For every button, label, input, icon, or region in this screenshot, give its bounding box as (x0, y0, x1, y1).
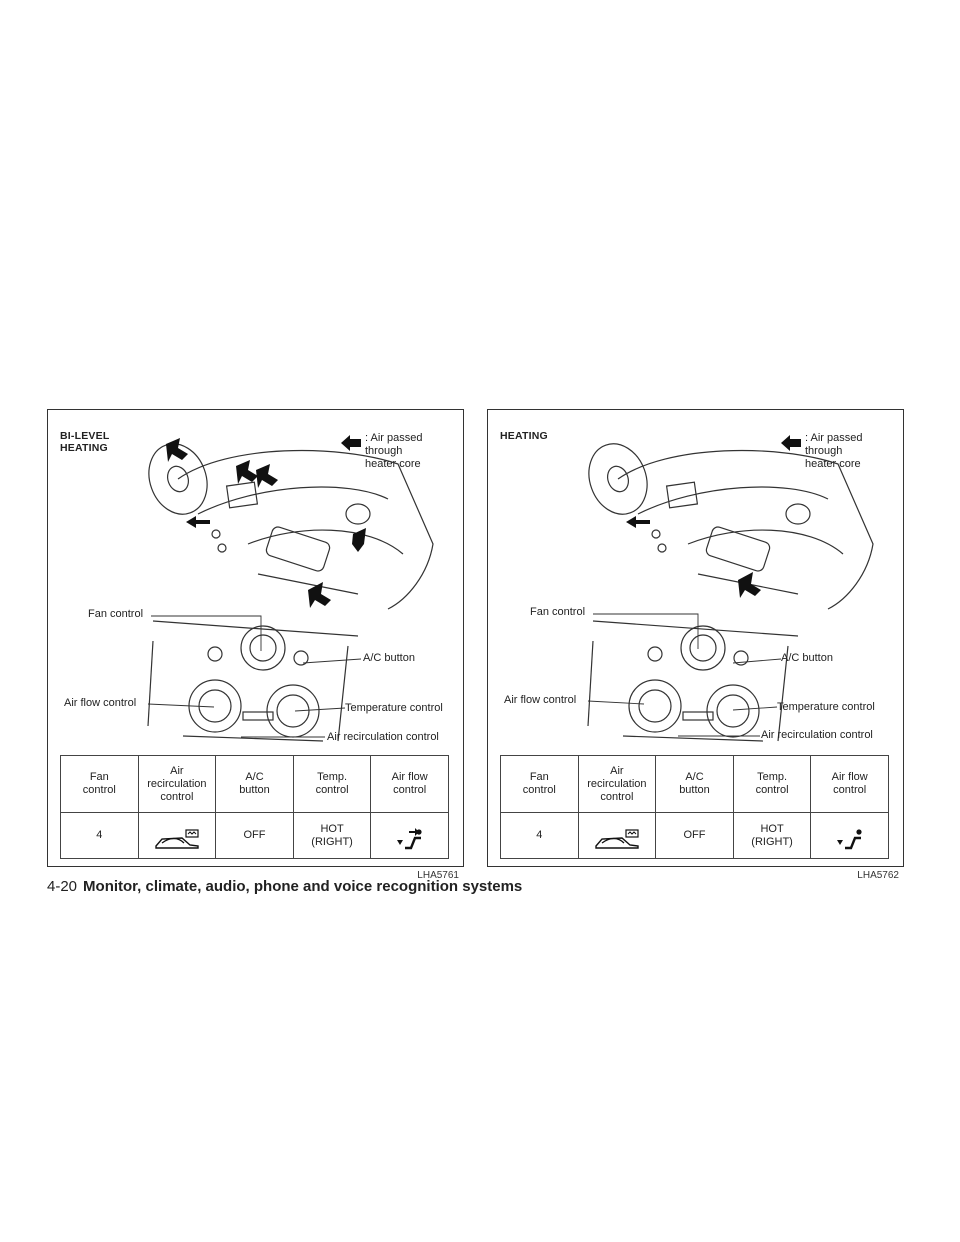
mode-title: HEATING (500, 430, 548, 442)
foot-airflow-icon (836, 829, 862, 850)
table-header: Air recirculation control (577, 755, 657, 813)
figure-code: LHA5761 (417, 870, 459, 881)
table-header: Fan control (500, 755, 579, 813)
control-panel-illustration (587, 620, 799, 742)
table-header: Temp. control (732, 755, 812, 813)
page-number: 4-20 (47, 878, 78, 895)
airflow-arrows (166, 438, 366, 608)
mode-title: BI-LEVEL HEATING (60, 430, 110, 454)
temp-value: HOT (RIGHT) (732, 812, 812, 859)
temperature-control-label: Temperature control (345, 702, 443, 714)
fan-value: 4 (60, 812, 139, 859)
fan-value: 4 (500, 812, 579, 859)
table-header: A/C button (215, 755, 294, 813)
car-recirculation-off-icon (595, 829, 639, 849)
legend-text: : Air passed through heater core (805, 432, 863, 470)
air-recirculation-control-label: Air recirculation control (761, 729, 873, 741)
settings-table: Fan control Air recirculation control A/… (60, 755, 449, 859)
temperature-control-label: Temperature control (777, 701, 875, 713)
dashboard-illustration (148, 438, 434, 610)
heater-air-arrow-icon (781, 435, 801, 451)
settings-table: Fan control Air recirculation control A/… (500, 755, 889, 859)
bi-level-airflow-icon (396, 828, 422, 850)
air-flow-control-label: Air flow control (504, 694, 577, 706)
table-header: Air recirculation control (137, 755, 217, 813)
car-recirculation-off-icon (155, 829, 199, 849)
page-footer: 4-20 Monitor, climate, audio, phone and v… (47, 878, 522, 895)
table-header: Temp. control (292, 755, 372, 813)
table-header: Air flow control (810, 755, 889, 813)
airflow-arrows (626, 516, 761, 598)
heating-figure: HEATING : Air passed through heater core (487, 409, 904, 881)
section-title: Monitor, climate, audio, phone and voice… (83, 878, 523, 895)
dashboard-illustration (588, 443, 874, 610)
ac-button-label: A/C button (781, 652, 833, 664)
legend-text: : Air passed through heater core (365, 432, 423, 470)
ac-value: OFF (215, 812, 294, 859)
air-flow-control-label: Air flow control (64, 697, 137, 709)
temp-value: HOT (RIGHT) (292, 812, 372, 859)
ac-button-label: A/C button (363, 652, 415, 664)
legend: : Air passed through heater core (339, 432, 449, 476)
legend: : Air passed through heater core (779, 432, 889, 476)
air-recirculation-control-label: Air recirculation control (327, 731, 439, 743)
table-header: A/C button (655, 755, 734, 813)
heater-air-arrow-icon (341, 435, 361, 451)
figure-code: LHA5762 (857, 870, 899, 881)
ac-value: OFF (655, 812, 734, 859)
table-header: Air flow control (370, 755, 449, 813)
fan-control-label: Fan control (88, 608, 144, 620)
table-header: Fan control (60, 755, 139, 813)
bi-level-heating-figure: BI-LEVEL HEATING : Air passed through he… (47, 409, 464, 881)
fan-control-label: Fan control (530, 606, 586, 618)
